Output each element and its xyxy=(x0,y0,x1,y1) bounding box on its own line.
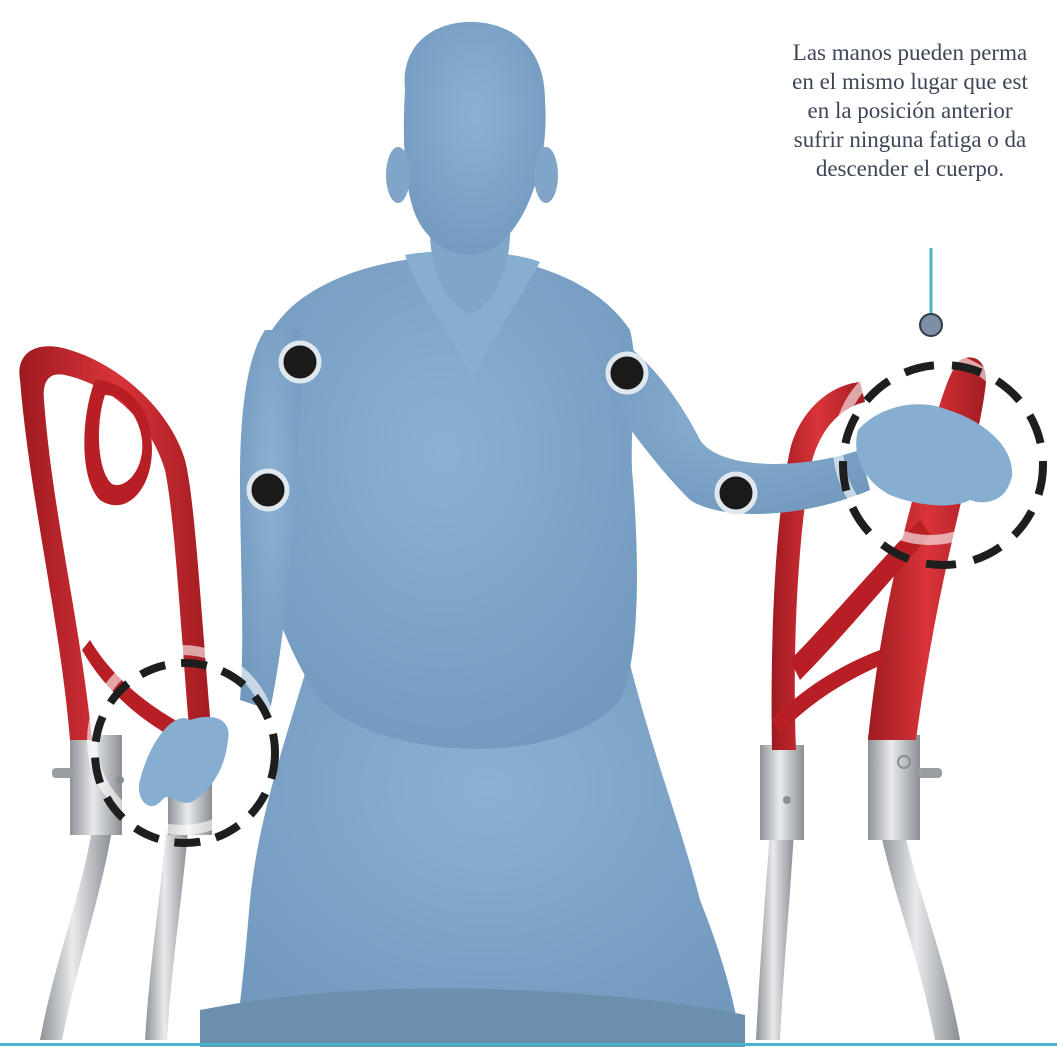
callout-line: en el mismo lugar que est xyxy=(700,67,1057,96)
bottom-rule xyxy=(0,1043,1057,1046)
callout-line: descender el cuerpo. xyxy=(700,154,1057,183)
callout-leader xyxy=(920,248,942,336)
callout-line: sufrir ninguna fatiga o da xyxy=(700,125,1057,154)
callout-line: Las manos pueden perma xyxy=(700,38,1057,67)
joint-marker-left-shoulder xyxy=(281,343,319,381)
joint-marker-right-elbow xyxy=(717,474,755,512)
callout-text: Las manos pueden perma en el mismo lugar… xyxy=(700,38,1057,183)
joint-marker-right-shoulder xyxy=(608,354,646,392)
callout-line: en la posición anterior xyxy=(700,96,1057,125)
joint-marker-left-elbow xyxy=(249,471,287,509)
